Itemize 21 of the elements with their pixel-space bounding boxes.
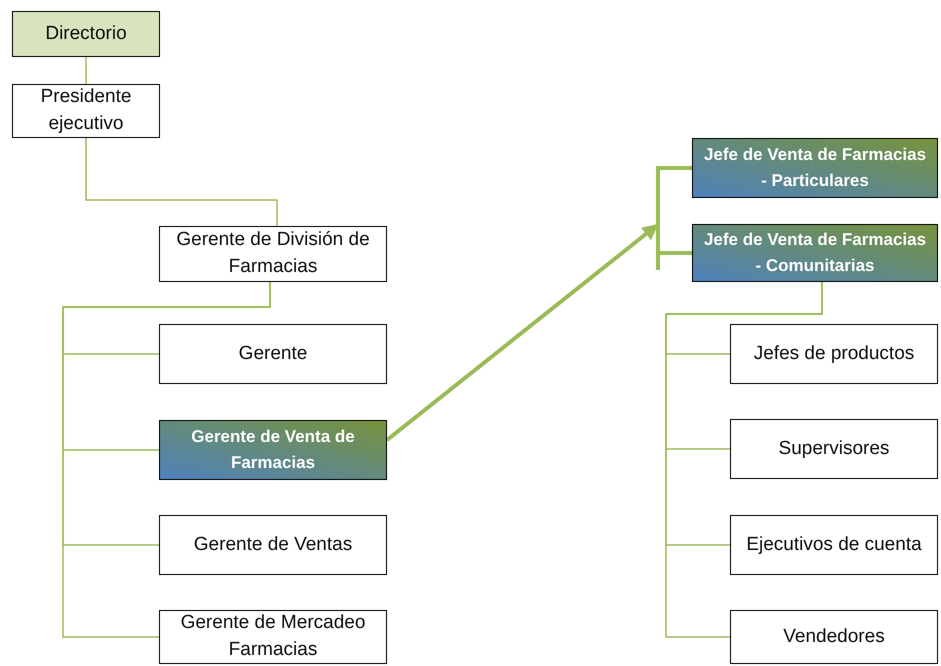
highlighted-role-box: Gerente de Venta de Farmacias (159, 420, 387, 480)
bracket-bar (656, 166, 660, 270)
arrow (386, 224, 658, 442)
connector-line (85, 57, 87, 84)
role-box: Presidente ejecutivo (12, 84, 160, 138)
role-box: Ejecutivos de cuenta (730, 515, 938, 575)
role-box: Directorio (12, 11, 160, 57)
role-box: Vendedores (730, 610, 938, 664)
highlighted-role-box: Jefe de Venta de Farmacias - Particulares (692, 138, 938, 198)
role-box: Supervisores (730, 419, 938, 479)
role-box: Gerente de Ventas (159, 515, 387, 575)
connector-line (85, 138, 278, 226)
connector-line (665, 282, 823, 638)
role-box: Jefes de productos (730, 324, 938, 384)
connector-line (62, 282, 271, 638)
role-box: Gerente de División de Farmacias (159, 226, 387, 282)
role-box: Gerente (159, 324, 387, 384)
connector-line (660, 166, 692, 170)
connector-line (660, 251, 692, 255)
role-box: Gerente de Mercadeo Farmacias (159, 610, 387, 664)
highlighted-role-box: Jefe de Venta de Farmacias - Comunitarias (692, 224, 938, 282)
